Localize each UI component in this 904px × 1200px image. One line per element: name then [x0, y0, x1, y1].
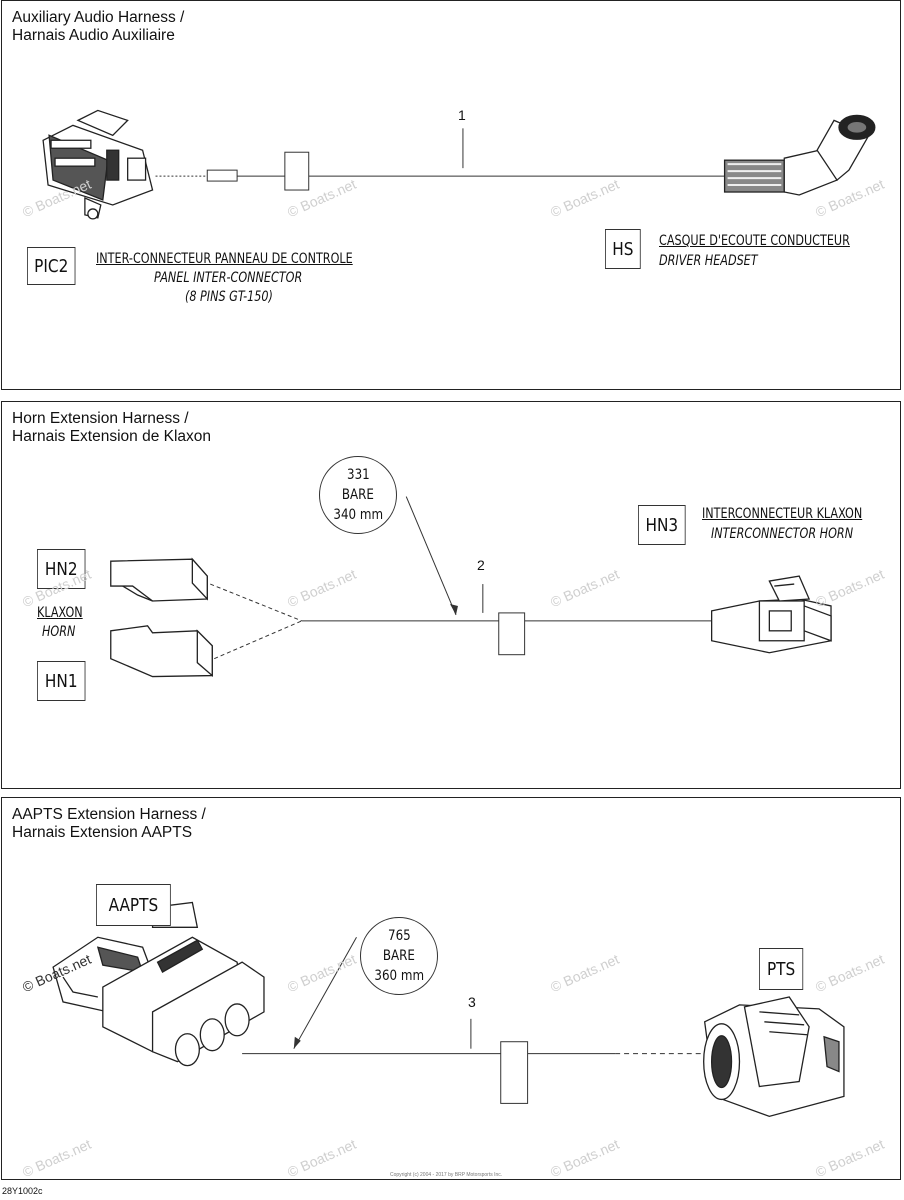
hn3-code-box: HN3	[638, 505, 686, 545]
pic2-label-fr: INTER-CONNECTEUR PANNEAU DE CONTROLE	[96, 250, 353, 268]
title-english: Auxiliary Audio Harness /	[12, 9, 185, 26]
auxiliary-audio-harness-panel: Auxiliary Audio Harness / Harnais Audio …	[1, 0, 901, 390]
hs-code-box: HS	[605, 229, 641, 269]
hn1-code-box: HN1	[37, 661, 86, 701]
circle-bare: BARE	[341, 487, 375, 503]
hs-label-line1: CASQUE D'ECOUTE CONDUCTEUR	[659, 233, 850, 249]
panel-title: Auxiliary Audio Harness / Harnais Audio …	[12, 9, 184, 45]
klaxon-text: KLAXON	[37, 605, 83, 621]
pic2-label-line3: (8 PINS GT-150)	[185, 289, 273, 305]
title-english: AAPTS Extension Harness /	[12, 806, 206, 823]
panel-title: Horn Extension Harness / Harnais Extensi…	[12, 410, 211, 446]
horn-extension-harness-panel: Horn Extension Harness / Harnais Extensi…	[1, 401, 901, 789]
pts-code-box: PTS	[759, 948, 804, 990]
hs-label-line2: DRIVER HEADSET	[659, 253, 758, 269]
pts-code: PTS	[766, 958, 796, 980]
title-french: Harnais Extension AAPTS	[12, 824, 193, 841]
hs-connector-illustration	[723, 114, 876, 196]
klaxon-label: KLAXON	[37, 604, 83, 622]
panel-title: AAPTS Extension Harness / Harnais Extens…	[12, 806, 206, 842]
hn3-code: HN3	[645, 514, 679, 536]
pic2-connector-illustration	[42, 109, 154, 220]
aapts-code-box: AAPTS	[96, 884, 171, 926]
hn3-label-line1: INTERCONNECTEUR KLAXON	[702, 506, 863, 522]
pic2-code-box: PIC2	[27, 247, 76, 285]
copyright-notice: Copyright (c) 2004 - 2017 by BRP Motorsp…	[390, 1172, 503, 1178]
pic2-label-line2: PANEL INTER-CONNECTOR	[154, 270, 303, 286]
circle-bare: BARE	[382, 948, 416, 964]
circle-part-number: 331	[346, 467, 370, 483]
title-french: Harnais Audio Auxiliaire	[12, 27, 175, 44]
aapts-extension-harness-panel: AAPTS Extension Harness / Harnais Extens…	[1, 797, 901, 1180]
callout-number: 2	[477, 557, 485, 573]
auxiliary-harness-drawing	[42, 109, 876, 220]
pic2-label-line1: INTER-CONNECTEUR PANNEAU DE CONTROLE	[96, 251, 353, 267]
horn-harness-drawing	[110, 496, 832, 678]
callout-number: 3	[468, 994, 476, 1010]
title-english: Horn Extension Harness /	[12, 410, 189, 427]
hn2-terminal-illustration	[110, 557, 208, 602]
callout-number: 1	[458, 107, 466, 123]
aapts-connector-illustration	[52, 901, 265, 1067]
aapts-code: AAPTS	[108, 894, 159, 916]
circle-length: 360 mm	[374, 968, 424, 984]
length-spec-circle: 765 BARE 360 mm	[360, 917, 438, 995]
pts-connector-illustration	[703, 996, 845, 1118]
circle-part-number: 765	[387, 928, 411, 944]
horn-label: HORN	[42, 624, 76, 640]
pic2-code: PIC2	[34, 255, 69, 277]
hn1-code: HN1	[44, 670, 78, 692]
circle-length: 340 mm	[333, 507, 383, 523]
hs-label-fr: CASQUE D'ECOUTE CONDUCTEUR	[659, 232, 850, 250]
title-french: Harnais Extension de Klaxon	[12, 428, 212, 445]
hn1-terminal-illustration	[110, 625, 213, 678]
hn2-code-box: HN2	[37, 549, 86, 589]
hn3-connector-illustration	[711, 575, 832, 654]
figure-code: 28Y1002c	[2, 1186, 43, 1196]
hn2-code: HN2	[44, 558, 78, 580]
hn3-label-fr: INTERCONNECTEUR KLAXON	[702, 505, 862, 523]
hn3-label-line2: INTERCONNECTOR HORN	[711, 526, 854, 542]
hs-code: HS	[612, 238, 634, 260]
length-spec-circle: 331 BARE 340 mm	[319, 456, 397, 534]
